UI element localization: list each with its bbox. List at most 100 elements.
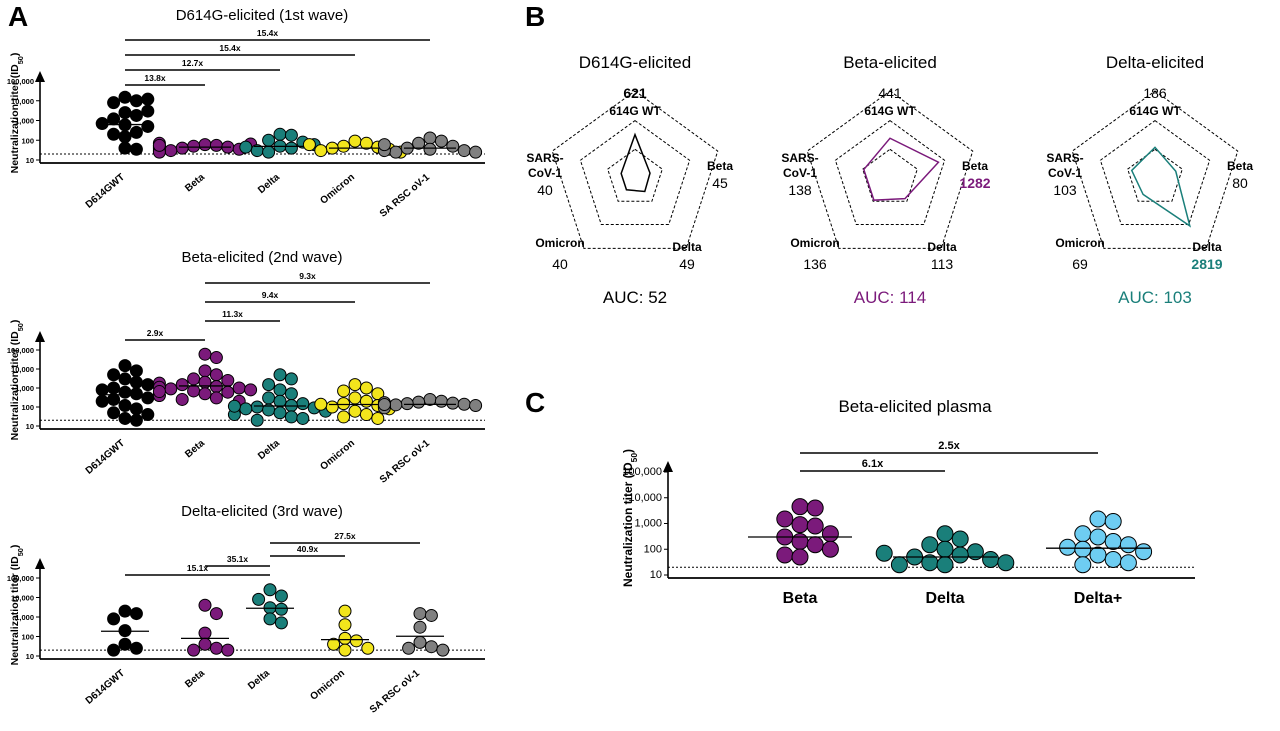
- fold-change-label: 2.9x: [147, 328, 164, 338]
- y-axis-arrow: [663, 461, 673, 472]
- data-point-omicron: [371, 411, 385, 425]
- y-tick-label: 100,000: [7, 574, 34, 583]
- chart-title: Beta-elicited plasma: [838, 397, 992, 416]
- data-point-beta: [187, 372, 201, 386]
- data-point-delta: [274, 616, 288, 630]
- data-point-sa-rsc-ov-1: [436, 643, 450, 657]
- radar-auc-label: AUC: 103: [1118, 288, 1192, 307]
- data-point-delta: [890, 556, 908, 574]
- data-point-beta: [152, 385, 166, 399]
- data-point-sa-rsc-ov-1: [434, 134, 448, 148]
- radar-data-polygon: [1130, 146, 1192, 228]
- y-tick-label: 100: [644, 543, 662, 555]
- data-point-beta: [187, 139, 201, 153]
- y-tick-label: 100,000: [7, 77, 34, 86]
- data-point-delta: [1074, 540, 1092, 558]
- fold-change-label: 15.4x: [257, 28, 279, 38]
- radar-axis-label-sars-line1: SARS-: [781, 151, 818, 165]
- panel-letter-b: B: [525, 1, 545, 32]
- data-point-d614gwt: [118, 130, 132, 144]
- x-tick-label-d614gwt: D614GWT: [84, 172, 127, 211]
- y-tick-label: 10,000: [11, 365, 34, 374]
- data-point-sa-rsc-ov-1: [402, 641, 416, 655]
- fold-change-label: 2.5x: [938, 440, 960, 452]
- radar-axis-label-614g-wt: 614G WT: [864, 104, 916, 118]
- radar-auc-label: AUC: 114: [854, 288, 926, 307]
- data-point-beta: [198, 364, 212, 378]
- panel-letter-c: C: [525, 387, 545, 418]
- x-tick-label-beta: Beta: [183, 172, 207, 195]
- data-point-d614gwt: [141, 119, 155, 133]
- data-point-beta: [806, 499, 824, 517]
- panel-letter-a: A: [8, 1, 28, 32]
- data-point-delta: [284, 141, 298, 155]
- data-point-sa-rsc-ov-1: [423, 131, 437, 145]
- data-point-delta: [1089, 546, 1107, 564]
- radar-grid-ring: [1099, 119, 1211, 225]
- data-point-beta: [209, 641, 223, 655]
- data-point-delta: [273, 368, 287, 382]
- data-point-d614gwt: [129, 108, 143, 122]
- data-point-omicron: [337, 397, 351, 411]
- data-point-beta: [164, 144, 178, 158]
- data-point-sa-rsc-ov-1: [413, 607, 427, 621]
- data-point-sa-rsc-ov-1: [424, 608, 438, 622]
- data-point-d614gwt: [118, 398, 132, 412]
- data-point-d614gwt: [118, 372, 132, 386]
- data-point-delta: [951, 546, 969, 564]
- y-axis-label: Neutralization titer (ID50): [9, 53, 25, 174]
- y-axis-arrow: [35, 331, 45, 342]
- x-tick-label-sa-rsc-ov-1: SA RSC oV-1: [378, 172, 432, 220]
- data-point-delta: [1135, 543, 1153, 561]
- data-point-beta: [198, 138, 212, 152]
- data-point-d614gwt: [129, 402, 143, 416]
- y-label-close: ): [9, 53, 21, 57]
- data-point-sa-rsc-ov-1: [469, 398, 483, 412]
- fold-change-label: 35.1x: [227, 554, 249, 564]
- radar-value-omicron: 40: [552, 256, 568, 272]
- radar-data-polygon: [862, 137, 940, 201]
- data-point-delta: [252, 592, 266, 606]
- data-point-beta: [175, 392, 189, 406]
- fold-change-label: 9.3x: [299, 271, 316, 281]
- radar-axis-label-sars-line2: CoV-1: [1048, 166, 1082, 180]
- data-point-beta: [187, 643, 201, 657]
- radar-value-sars-cov-1: 138: [788, 182, 812, 198]
- radar-axis-label-sars-line1: SARS-: [1046, 151, 1083, 165]
- data-point-beta: [209, 138, 223, 152]
- data-point-omicron: [314, 144, 328, 158]
- data-point-beta: [806, 517, 824, 535]
- data-point-beta: [198, 637, 212, 651]
- y-label-subscript: 50: [629, 453, 639, 463]
- data-point-beta: [152, 138, 166, 152]
- y-tick-label: 10,000: [628, 492, 662, 504]
- data-point-delta: [1119, 554, 1137, 572]
- data-point-d614gwt: [95, 383, 109, 397]
- x-tick-label-delta: Delta+: [1074, 590, 1122, 607]
- radar-data-polygon: [620, 132, 651, 193]
- x-tick-label-beta: Beta: [183, 668, 207, 691]
- data-point-d614gwt: [95, 117, 109, 131]
- radar-axis-label-sars-line1: SARS-: [526, 151, 563, 165]
- data-point-d614gwt: [107, 127, 121, 141]
- data-point-beta: [198, 387, 212, 401]
- data-point-delta: [1074, 556, 1092, 574]
- data-point-d614gwt: [107, 381, 121, 395]
- data-point-sa-rsc-ov-1: [423, 392, 437, 406]
- x-tick-label-omicron: Omicron: [318, 438, 357, 473]
- radar-value-beta: 80: [1232, 175, 1248, 191]
- data-point-delta: [982, 550, 1000, 568]
- y-axis-arrow: [35, 71, 45, 82]
- y-tick-label: 1,000: [15, 117, 34, 126]
- radar-title: Beta-elicited: [843, 53, 937, 72]
- radar-title: D614G-elicited: [579, 53, 691, 72]
- data-point-d614gwt: [129, 641, 143, 655]
- data-point-beta: [175, 378, 189, 392]
- y-tick-label: 100: [21, 403, 34, 412]
- data-point-sa-rsc-ov-1: [446, 139, 460, 153]
- data-point-delta: [262, 145, 276, 159]
- radar-axis-label-beta: Beta: [1227, 159, 1253, 173]
- data-point-delta: [250, 400, 264, 414]
- radar-axis-label-delta: Delta: [672, 240, 702, 254]
